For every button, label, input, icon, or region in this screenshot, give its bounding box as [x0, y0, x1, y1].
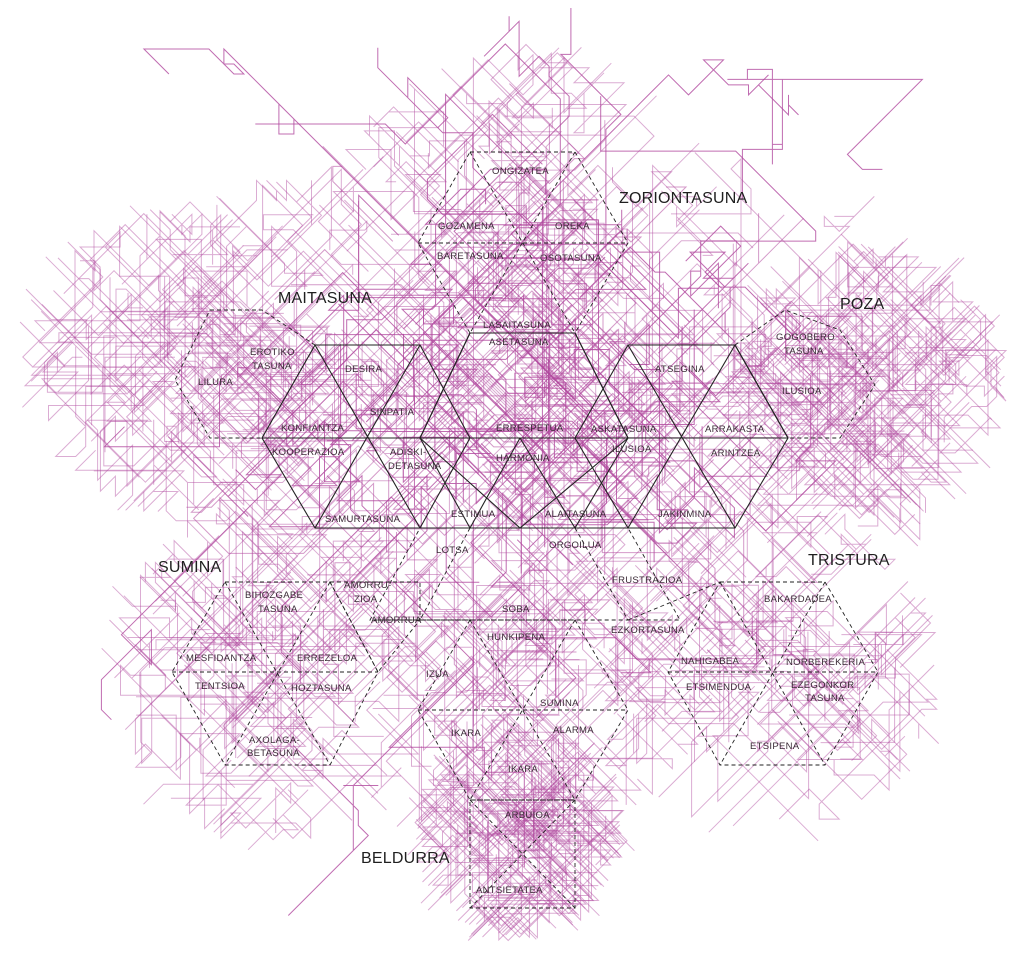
label-ikara-bottom: IKARA [508, 764, 538, 775]
label-estimua: ESTIMUA [451, 509, 496, 520]
label-gozamena: GOZAMENA [438, 221, 495, 232]
label-erotiko: EROTIKO [250, 347, 295, 358]
label-lilura: LILURA [198, 377, 233, 388]
region-sumina: SUMINA [158, 559, 222, 576]
region-maitasuna: MAITASUNA [278, 290, 372, 307]
label-sinpatia: SINPATIA [370, 407, 415, 418]
label-mesfidantza: MESFIDANTZA [186, 653, 257, 664]
label-ezkortasuna: EZKORTASUNA [611, 625, 685, 636]
label-etsimendua: ETSIMENDUA [686, 682, 752, 693]
label-axolaga: AXOLAGA- [249, 735, 300, 746]
walk-path [136, 692, 296, 757]
label-ilusioa-top: ILUSIOA [782, 386, 822, 397]
label-askatasuna: ASKATASUNA [591, 424, 657, 435]
walk-path [56, 347, 196, 457]
walk-path [140, 562, 250, 687]
label-antsietatea: ANTSIETATEA [476, 885, 543, 896]
walk-path [180, 704, 245, 829]
label-errezeloa: ERREZELOA [297, 653, 358, 664]
label-amorru: AMORRU- [344, 580, 392, 591]
walk-path [727, 69, 922, 199]
label-osotasuna: OSOTASUNA [540, 253, 602, 264]
label-desira: DESIRA [345, 364, 383, 375]
label-jakinmina: JAKINMINA [658, 509, 712, 520]
label-amorrua: AMORRUA [371, 615, 422, 626]
label-errespetua: ERRESPETUA [496, 423, 564, 434]
label-hoztasuna: HOZTASUNA [291, 683, 352, 694]
label-baretasuna: BARETASUNA [437, 251, 504, 262]
walk-path [811, 593, 931, 683]
label-nahigabea: NAHIGABEA [681, 656, 739, 667]
label-adiski: ADISKI- [390, 447, 426, 458]
walk-path [499, 48, 624, 238]
region-beldurra: BELDURRA [361, 850, 450, 867]
label-orgoilua: ORGOILUA [549, 540, 602, 551]
label-ongizatea: ONGIZATEA [492, 166, 549, 177]
label-betasuna: BETASUNA [247, 748, 300, 759]
label-harmonia: HARMONIA [496, 453, 550, 464]
label-soba: SOBA [502, 604, 530, 615]
label-ikara-left: IKARA [451, 728, 481, 739]
label-alaitasuna: ALAITASUNA [545, 509, 607, 520]
label-bihozgabe: BIHOZGABE [245, 590, 303, 601]
region-poza: POZA [840, 296, 884, 313]
region-tristura: TRISTURA [808, 552, 890, 569]
label-gogobero-tasuna: TASUNA [784, 346, 824, 357]
label-gogobero: GOGOBERO [776, 332, 835, 343]
label-ezegonkor-tasuna: TASUNA [805, 693, 845, 704]
label-lotsa: LOTSA [436, 545, 469, 556]
label-arintzea: ARINTZEA [711, 448, 761, 459]
label-ezegonkor: EZEGONKOR [791, 680, 854, 691]
label-bihozgabe-tasuna: TASUNA [258, 604, 298, 615]
label-arbuioa: ARBUIOA [505, 810, 550, 821]
label-norberekeria: NORBEREKERIA [786, 657, 865, 668]
label-hunkipena: HUNKIPENA [487, 632, 545, 643]
label-sumina-small: SUMINA [540, 698, 579, 709]
label-bakardadea: BAKARDADEA [764, 594, 832, 605]
label-zioa: ZIOA [354, 594, 378, 605]
random-walk-paths [20, 8, 1006, 941]
region-zoriontasuna: ZORIONTASUNA [619, 190, 747, 207]
label-alarma: ALARMA [553, 725, 594, 736]
label-ilusioa-mid: ILUSIOA [612, 444, 652, 455]
label-izua: IZUA [426, 669, 449, 680]
label-lasaitasuna: LASAITASUNA [483, 320, 551, 331]
label-kooperazioa: KOOPERAZIOA [272, 447, 345, 458]
label-konfiantza: KONFIANTZA [281, 423, 345, 434]
label-detasuna: DETASUNA [388, 461, 442, 472]
walk-path [42, 309, 257, 434]
label-erotiko-tasuna: TASUNA [252, 361, 292, 372]
label-oreka: OREKA [555, 221, 590, 232]
label-frustrazioa: FRUSTRAZIOA [612, 575, 683, 586]
label-arrakasta: ARRAKASTA [705, 424, 765, 435]
label-tentsioa: TENTSIOA [195, 681, 245, 692]
label-samurtasuna: SAMURTASUNA [325, 514, 401, 525]
label-atsegina: ATSEGINA [655, 364, 705, 375]
label-etsipena: ETSIPENA [750, 741, 800, 752]
label-asetasuna: ASETASUNA [489, 337, 549, 348]
